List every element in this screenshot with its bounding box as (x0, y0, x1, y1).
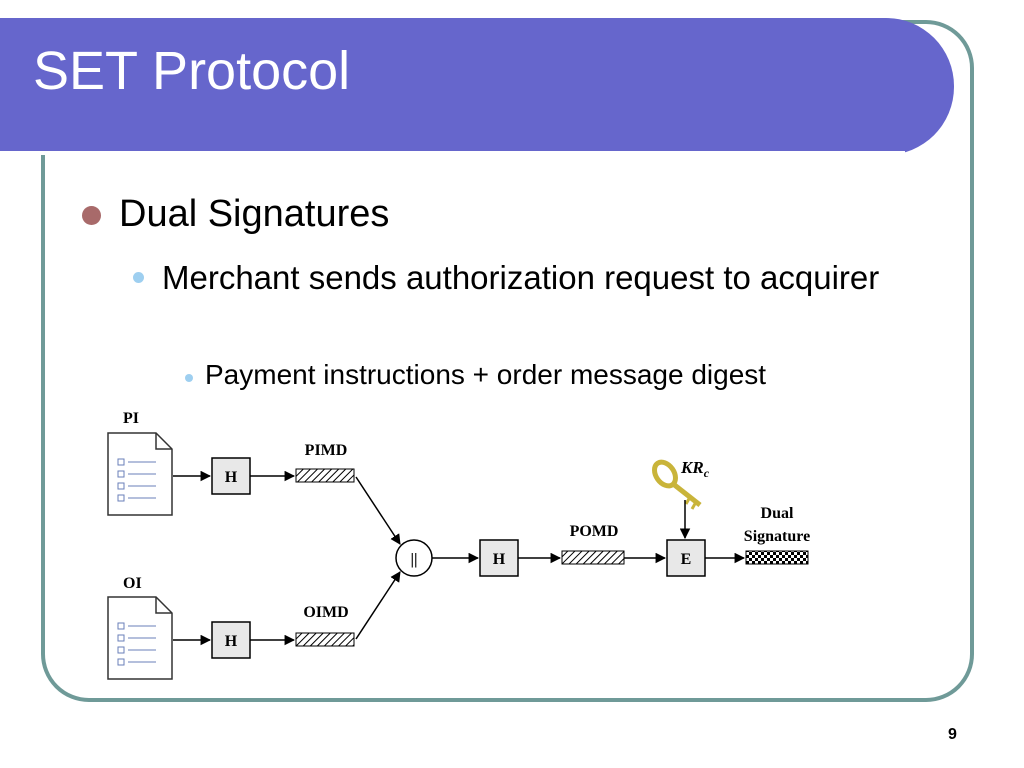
encrypt-box (666, 539, 706, 577)
bullet-dot-level1 (82, 206, 101, 225)
hash-label-pi: H (225, 469, 238, 486)
dual-signature-diagram: PI H PIMD OI H OIMD || (107, 410, 810, 680)
hash-box-pi (211, 457, 251, 495)
pimd-digest (295, 468, 355, 483)
page-number: 9 (948, 726, 957, 743)
oi-label: OI (123, 575, 142, 592)
bullet-dual-signatures: Dual Signatures (119, 193, 390, 235)
oimd-label: OIMD (303, 604, 348, 621)
hash-box-oi (211, 621, 251, 659)
output-label-line1: Dual (761, 505, 794, 522)
hash-label-po: H (493, 551, 506, 568)
bullet-dot-level2 (133, 272, 144, 283)
hash-box-po (479, 539, 519, 577)
document-icon (107, 432, 173, 516)
encrypt-label: E (681, 551, 692, 568)
bullet-dot-level3 (185, 374, 193, 382)
output-label-line2: Signature (744, 528, 810, 545)
title-underline (0, 151, 905, 155)
concat-label: || (410, 551, 417, 568)
key-icon (652, 459, 702, 510)
slide-title: SET Protocol (33, 41, 351, 101)
bullet-merchant-sends: Merchant sends authorization request to … (162, 259, 880, 296)
pi-label: PI (123, 410, 139, 427)
pomd-label: POMD (570, 523, 619, 540)
oimd-digest (295, 632, 355, 647)
title-band (0, 18, 954, 155)
document-icon (107, 596, 173, 680)
key-label: KRc (680, 458, 710, 480)
dual-signature-block (745, 550, 809, 565)
pimd-label: PIMD (305, 442, 348, 459)
pomd-digest (561, 550, 625, 565)
bullet-payment-instructions: Payment instructions + order message dig… (205, 359, 767, 390)
hash-label-oi: H (225, 633, 238, 650)
